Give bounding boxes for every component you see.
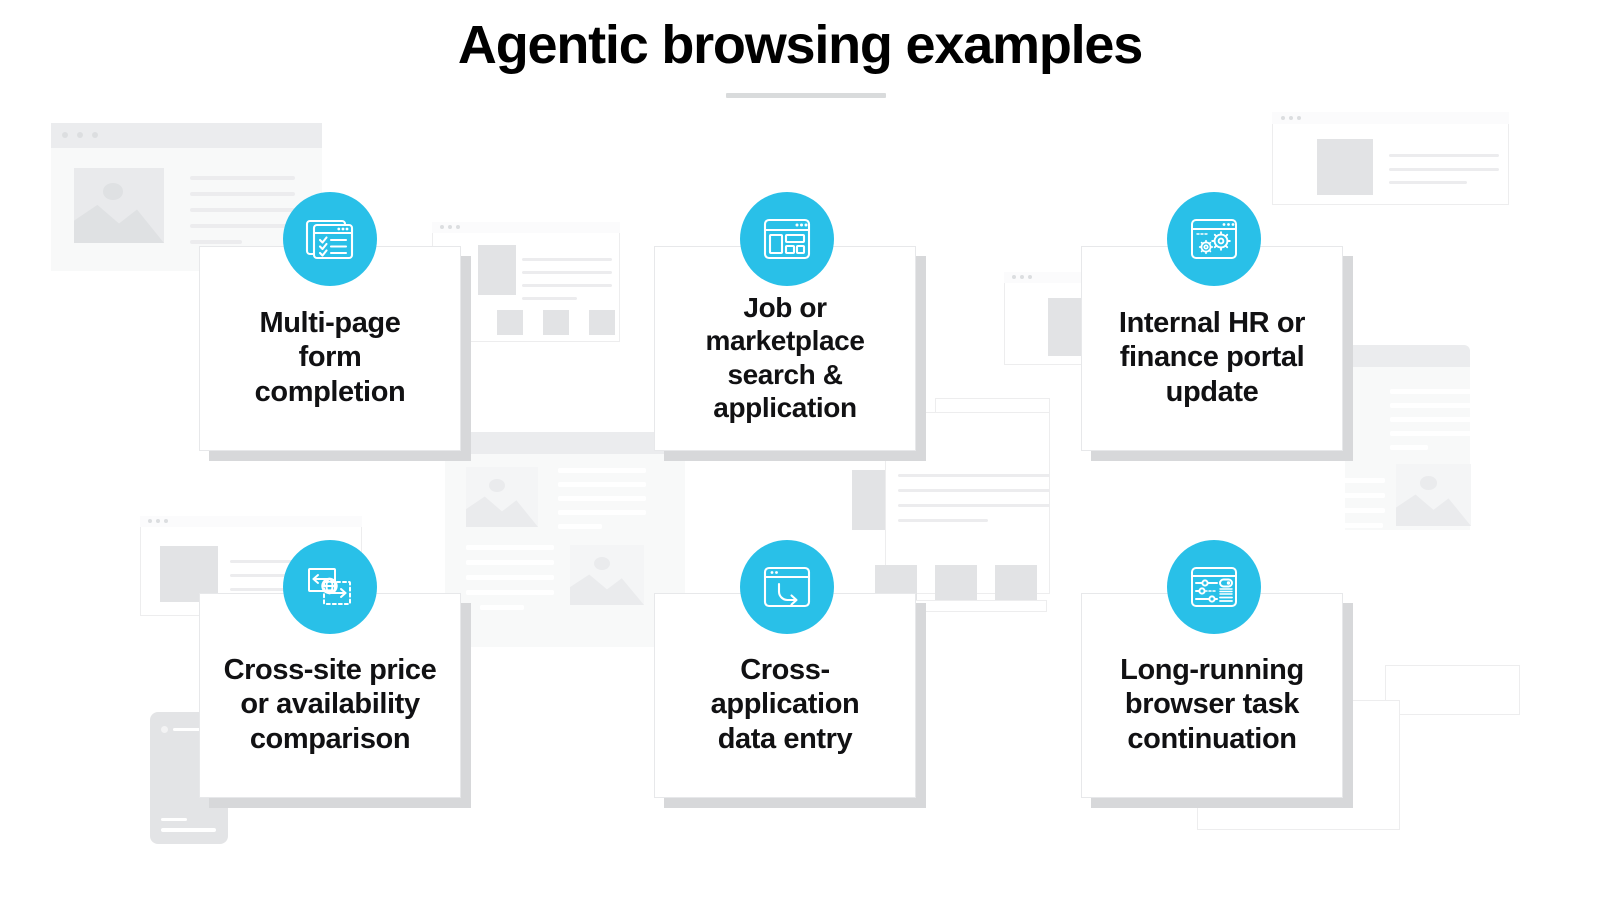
card-cross-application-data-entry[interactable]: Cross- application data entry [654, 593, 926, 808]
card-surface: Internal HR or finance portal update [1081, 246, 1343, 451]
globe-transfer-icon [283, 540, 377, 634]
browser-layout-glyph [763, 218, 811, 260]
card-label: Internal HR or finance portal update [1118, 307, 1306, 408]
browser-checklist-glyph [305, 219, 354, 260]
card-long-running-browser-task-continuation[interactable]: Long-running browser task continuation [1081, 593, 1353, 808]
globe-transfer-glyph [308, 568, 351, 605]
card-label: Job or marketplace search & application [705, 292, 865, 423]
browser-checklist-icon [283, 192, 377, 286]
card-job-marketplace-search-application[interactable]: Job or marketplace search & application [654, 246, 926, 461]
title-divider [726, 93, 886, 98]
page-title: Agentic browsing examples [457, 15, 1143, 75]
browser-sync-arrow-glyph [763, 566, 811, 608]
card-label: Cross- application data entry [710, 654, 860, 755]
card-label: Multi-page form completion [254, 307, 406, 408]
browser-gears-glyph [1191, 219, 1237, 259]
browser-layout-icon [740, 192, 834, 286]
browser-sync-arrow-icon [740, 540, 834, 634]
browser-sliders-glyph [1191, 567, 1237, 607]
card-label: Cross-site price or availability compari… [223, 654, 437, 755]
card-internal-hr-finance-portal-update[interactable]: Internal HR or finance portal update [1081, 246, 1353, 461]
browser-gears-icon [1167, 192, 1261, 286]
card-label: Long-running browser task continuation [1120, 654, 1304, 755]
browser-sliders-icon [1167, 540, 1261, 634]
